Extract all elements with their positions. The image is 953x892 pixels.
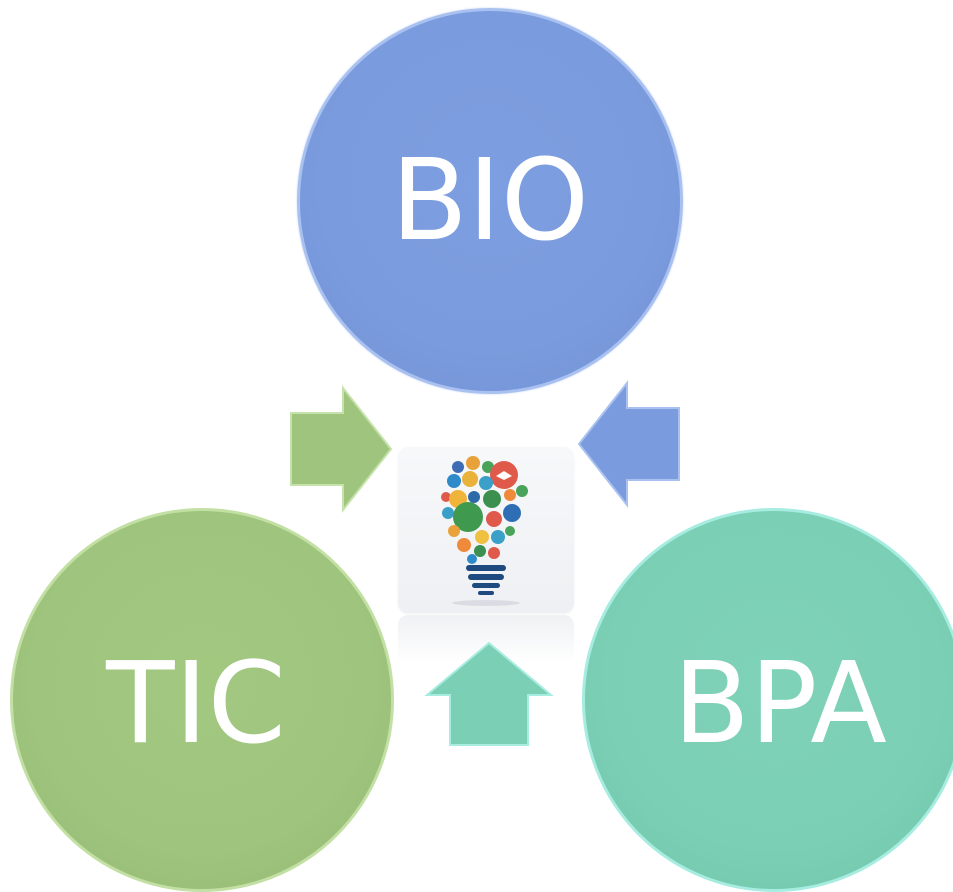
bpa-circle: BPA xyxy=(582,508,953,892)
tic-circle: TIC xyxy=(10,508,394,892)
center-card xyxy=(398,447,574,613)
up-arrow-icon xyxy=(424,641,554,746)
bio-label: BIO xyxy=(390,136,590,266)
left-arrow-icon xyxy=(577,380,680,508)
lightbulb-ideas-icon xyxy=(441,456,528,606)
right-arrow-icon xyxy=(290,385,393,513)
bio-circle: BIO xyxy=(297,8,683,394)
tic-label: TIC xyxy=(106,639,286,769)
bpa-label: BPA xyxy=(673,639,887,769)
